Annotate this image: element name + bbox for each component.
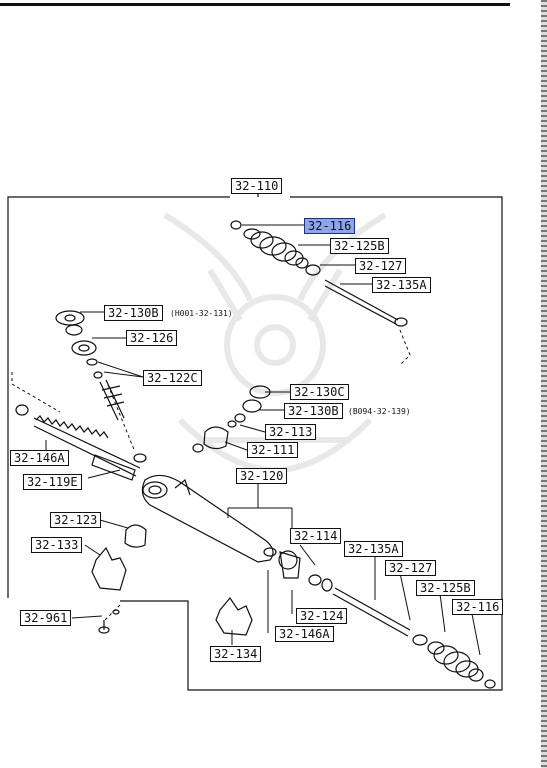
part-label-32-130c[interactable]: 32-130C: [290, 384, 349, 400]
part-label-32-113[interactable]: 32-113: [265, 424, 317, 440]
part-label-32-119e[interactable]: 32-119E: [23, 474, 82, 490]
page-edge: [541, 0, 547, 768]
adjuster-parts: [192, 385, 271, 453]
part-label-32-135a-bot[interactable]: 32-135A: [344, 541, 403, 557]
part-label-32-122c[interactable]: 32-122C: [143, 370, 202, 386]
note-h001: (H001-32-131): [170, 309, 233, 318]
assembly-label: 32-110: [231, 178, 283, 194]
part-label-32-961[interactable]: 32-961: [20, 610, 72, 626]
boot-clamp-top: [305, 264, 321, 276]
part-label-32-130b-top[interactable]: 32-130B: [104, 305, 163, 321]
part-label-32-135a-top[interactable]: 32-135A: [372, 277, 431, 293]
part-label-32-125b-top[interactable]: 32-125B: [330, 238, 389, 254]
bracket-133: [91, 546, 127, 591]
top-rule: [0, 3, 510, 6]
part-label-32-120[interactable]: 32-120: [236, 468, 288, 484]
tie-rod-bottom: [332, 587, 411, 637]
pinion-parts: [55, 310, 125, 421]
leader-lines: [45, 224, 481, 656]
tie-rod-end-bottom: [278, 550, 496, 689]
rack-housing: [15, 404, 277, 563]
watermark-crest: [163, 212, 387, 474]
part-label-32-116-top[interactable]: 32-116: [304, 218, 356, 234]
part-label-32-133[interactable]: 32-133: [31, 537, 83, 553]
bracket-134: [215, 596, 253, 636]
mount-brackets: [91, 524, 253, 636]
bolt-961: [98, 620, 110, 634]
dust-boot-top: [243, 228, 309, 269]
rack-bar: [33, 417, 141, 477]
part-label-32-123[interactable]: 32-123: [50, 512, 102, 528]
pinion-shaft: [99, 379, 125, 421]
part-label-32-127-top[interactable]: 32-127: [355, 258, 407, 274]
part-label-32-146a-left[interactable]: 32-146A: [10, 450, 69, 466]
tie-rod-top: [324, 279, 399, 325]
part-label-32-146a-bot[interactable]: 32-146A: [275, 626, 334, 642]
part-label-32-127-bot[interactable]: 32-127: [385, 560, 437, 576]
tie-rod-end-top: [230, 220, 408, 327]
part-label-32-134[interactable]: 32-134: [210, 646, 262, 662]
gear-housing: [141, 474, 274, 563]
mount-rubber-123: [124, 524, 147, 548]
part-label-32-116-bot[interactable]: 32-116: [452, 599, 504, 615]
part-label-32-114[interactable]: 32-114: [290, 528, 342, 544]
part-label-32-111[interactable]: 32-111: [247, 442, 299, 458]
dust-boot-bottom: [427, 641, 484, 682]
part-label-32-126[interactable]: 32-126: [126, 330, 178, 346]
part-label-32-125b-bot[interactable]: 32-125B: [416, 580, 475, 596]
part-label-32-124[interactable]: 32-124: [296, 608, 348, 624]
note-b094: (B094-32-139): [348, 407, 411, 416]
part-label-32-130b-mid[interactable]: 32-130B: [284, 403, 343, 419]
